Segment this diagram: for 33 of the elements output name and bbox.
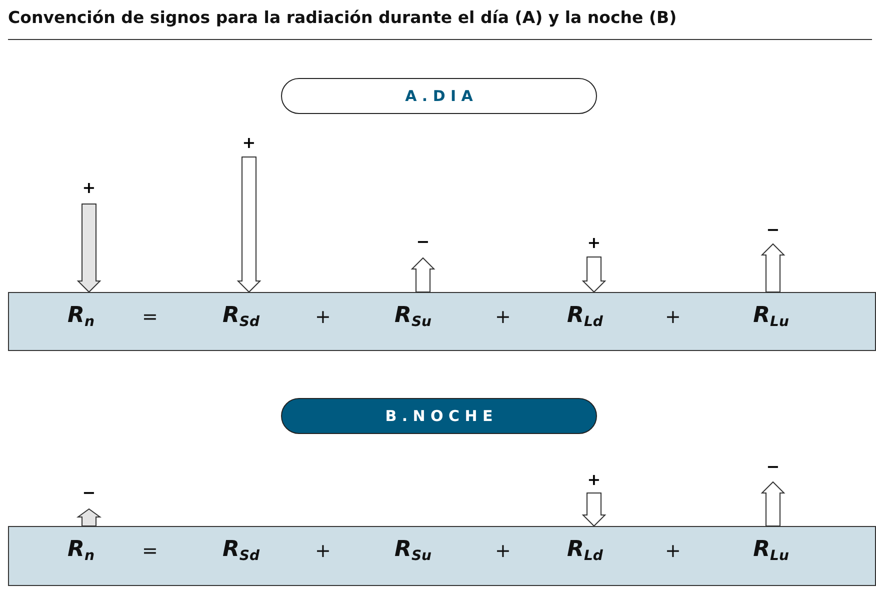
operator: = <box>142 540 158 562</box>
title: Convención de signos para la radiación durante el día (A) y la noche (B) <box>8 8 677 27</box>
section-heading-pill <box>281 78 597 114</box>
radiation-term: R$_{Sd}$ <box>222 537 260 564</box>
sign-label: − <box>82 485 96 501</box>
section-heading-pill <box>281 398 597 434</box>
radiation-term: R$_{Ld}$ <box>567 303 603 330</box>
equation-band <box>8 292 876 351</box>
radiation-term: R$_{n}$ <box>68 537 94 564</box>
equation-band <box>8 526 876 586</box>
section-heading: B . N O C H E <box>385 407 493 425</box>
operator: + <box>665 306 681 328</box>
section-heading: A . D I A <box>405 87 473 105</box>
operator: + <box>315 306 331 328</box>
radiation-term: R$_{Lu}$ <box>753 303 789 330</box>
sign-label: + <box>587 472 601 488</box>
sign-label: − <box>416 234 430 250</box>
radiation-term: R$_{Sd}$ <box>222 303 260 330</box>
operator: + <box>665 540 681 562</box>
sign-label: − <box>766 222 780 238</box>
radiation-term: R$_{Su}$ <box>394 537 432 564</box>
radiation-term: R$_{Lu}$ <box>753 537 789 564</box>
operator: + <box>495 306 511 328</box>
sign-label: − <box>766 459 780 475</box>
operator: = <box>142 306 158 328</box>
radiation-term: R$_{Su}$ <box>394 303 432 330</box>
operator: + <box>315 540 331 562</box>
sign-label: + <box>82 180 96 196</box>
sign-label: + <box>587 235 601 251</box>
operator: + <box>495 540 511 562</box>
sign-label: + <box>242 135 256 151</box>
radiation-term: R$_{n}$ <box>68 303 94 330</box>
radiation-term: R$_{Ld}$ <box>567 537 603 564</box>
